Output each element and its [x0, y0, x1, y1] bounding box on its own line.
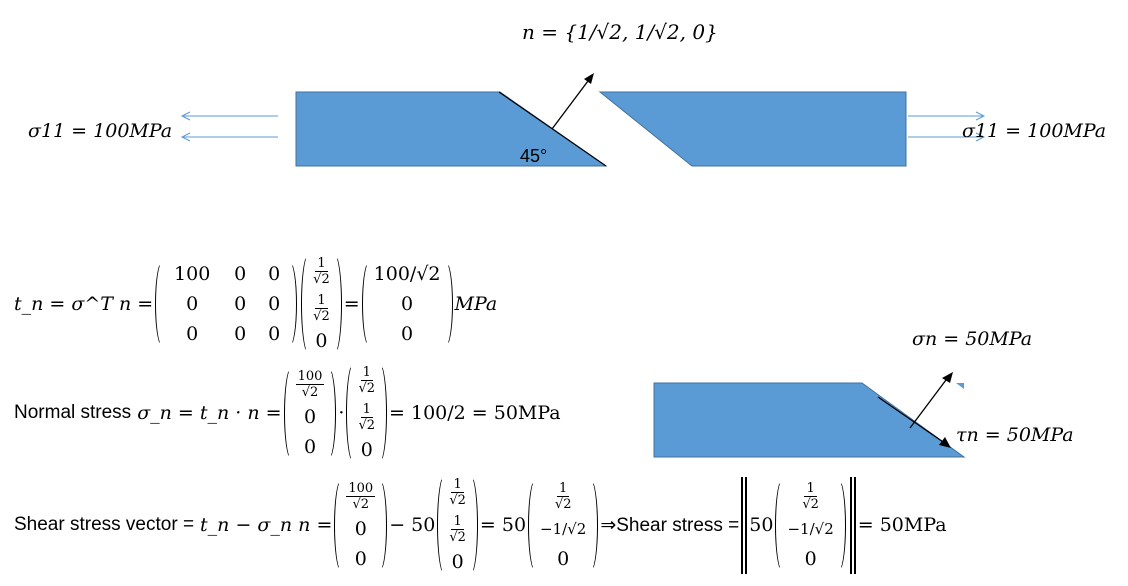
norm-expression: 50 1√21/√2 −1/√2 0	[739, 476, 857, 574]
vector-element: 1√21/√2	[555, 479, 572, 512]
matrix-cell: 0	[268, 263, 281, 285]
cut-bar-piece	[653, 382, 966, 458]
vector-element: 1√21/√2	[313, 291, 330, 324]
vector-element: 1√21/√2	[449, 475, 466, 508]
normal-vector-column: 1√21/√21√21/√20	[301, 252, 342, 356]
equals-term: = 50	[479, 514, 527, 536]
vector-element-value: 1/√2	[330, 254, 331, 255]
left-bar-piece	[295, 91, 608, 167]
fraction: 100√2	[346, 480, 376, 512]
shear-stress-arrow	[877, 396, 947, 445]
right-traction-arrows	[908, 111, 986, 142]
vector-element: −1/√2	[540, 514, 586, 544]
shear-stress-arrowhead	[939, 437, 951, 448]
norm-vector: 1√21/√2 −1/√2 0	[775, 477, 846, 574]
vector-element: 100√2100/√2	[346, 479, 376, 512]
norm-coefficient: 50	[749, 514, 774, 536]
fraction: 1√2	[313, 293, 330, 324]
normal-vector-arrow	[551, 76, 592, 130]
traction-result-vector: 100/√2 0 0	[361, 259, 453, 349]
fraction: 1√2	[313, 256, 330, 287]
shear-expr: t_n − σ_n n =	[200, 514, 333, 536]
vector-element: 0	[315, 330, 328, 352]
shear-direction-vector: 1√21/√2 −1/√2 0	[528, 477, 599, 574]
vector-element: 0	[354, 547, 367, 570]
traction-lhs: t_n = σ^T n =	[14, 293, 154, 315]
vector-element: 0	[303, 435, 317, 458]
normal-stress-arrow	[909, 375, 950, 429]
matrix-cell: 0	[186, 323, 199, 345]
vector-element: 1√21/√2	[449, 512, 466, 545]
fraction: 1√2	[358, 402, 376, 433]
vector-element-value: 1/√2	[466, 475, 467, 476]
matrix-cell: 0	[268, 293, 281, 315]
bar-fragment	[956, 383, 964, 389]
vector-element-value: 1/√2	[819, 479, 820, 480]
vector-element-value: −1/√2	[540, 519, 587, 538]
vector-element: 100/√2	[373, 263, 441, 285]
vector-element: 1√21/√2	[313, 254, 330, 287]
left-stress-label: σ11 = 100MPa	[28, 120, 173, 142]
fraction: 1√2	[449, 477, 466, 508]
left-traction-arrows	[180, 111, 278, 142]
vector-element: 100√2100/√2	[295, 367, 325, 400]
matrix-cell: 100	[174, 263, 211, 285]
matrix-cell: 0	[234, 263, 247, 285]
vector-element: 0	[451, 551, 464, 573]
vector-element: 0	[557, 547, 570, 570]
vector-element: 0	[354, 517, 367, 540]
normal-vector: 1√21/√21√21/√20	[437, 473, 478, 577]
vector-element: 0	[401, 293, 414, 315]
vector-element-value: −1/√2	[787, 519, 834, 538]
minus-term: − 50	[389, 514, 436, 536]
sigma-n-label: σn = 50MPa	[912, 328, 1033, 350]
vector-element: 0	[401, 323, 414, 345]
fraction: 1√2	[802, 480, 819, 512]
normal-stress-equation: Normal stress σ_n = t_n · n = 100√2100/√…	[14, 360, 561, 466]
matrix-cell: 0	[234, 293, 247, 315]
equals-sign: =	[343, 293, 360, 315]
fraction: 1√2	[554, 480, 572, 512]
matrix-cell: 0	[234, 323, 247, 345]
normal-vector: 1√21/√21√21/√20	[346, 361, 388, 465]
normal-stress-label: Normal stress	[14, 402, 132, 423]
vector-element: −1/√2	[787, 514, 833, 544]
fraction: 1√2	[358, 365, 376, 396]
fraction: 100√2	[295, 368, 325, 400]
matrix-cell: 0	[186, 293, 199, 315]
shear-stress-equation: Shear stress vector = t_n − σ_n n = 100√…	[14, 470, 947, 580]
vector-element: 0	[360, 439, 373, 461]
vector-element: 1√21/√2	[802, 479, 819, 512]
right-bar-piece	[598, 91, 907, 167]
vector-element-value: 100/√2	[375, 479, 376, 480]
matrix-cell: 0	[268, 323, 281, 345]
normal-vector-arrowhead	[584, 73, 594, 84]
vector-element: 1√21/√2	[358, 400, 375, 433]
top-bar-diagram	[180, 73, 986, 167]
angle-label: 45°	[520, 146, 548, 166]
implies-shear-label: ⇒Shear stress =	[600, 514, 740, 536]
unit-label: MPa	[454, 293, 498, 315]
side-stress-diagram	[653, 372, 966, 458]
vector-element: 1√21/√2	[358, 363, 375, 396]
traction-vector: 100√2100/√2 0 0	[334, 477, 388, 574]
normal-stress-expr: σ_n = t_n · n =	[137, 402, 282, 424]
traction-vector: 100√2100/√2 0 0	[283, 365, 337, 462]
vector-element-value: 1/√2	[571, 479, 572, 480]
tau-n-label: τn = 50MPa	[956, 424, 1074, 446]
vector-element-value: 1/√2	[375, 363, 376, 364]
vector-element-value: 100/√2	[324, 367, 325, 368]
normal-stress-result: = 100/2 = 50MPa	[389, 402, 561, 424]
normal-stress-arrowhead	[942, 372, 953, 383]
vector-element: 0	[303, 405, 317, 428]
vector-element: 0	[804, 547, 817, 570]
dot-operator: ·	[338, 402, 345, 424]
normal-vector-label: n = {1/√2, 1/√2, 0}	[522, 20, 718, 44]
right-stress-label: σ11 = 100MPa	[962, 120, 1107, 142]
fraction: 1√2	[449, 514, 466, 545]
shear-vector-label: Shear stress vector =	[14, 514, 195, 535]
shear-stress-result: = 50MPa	[857, 514, 947, 536]
